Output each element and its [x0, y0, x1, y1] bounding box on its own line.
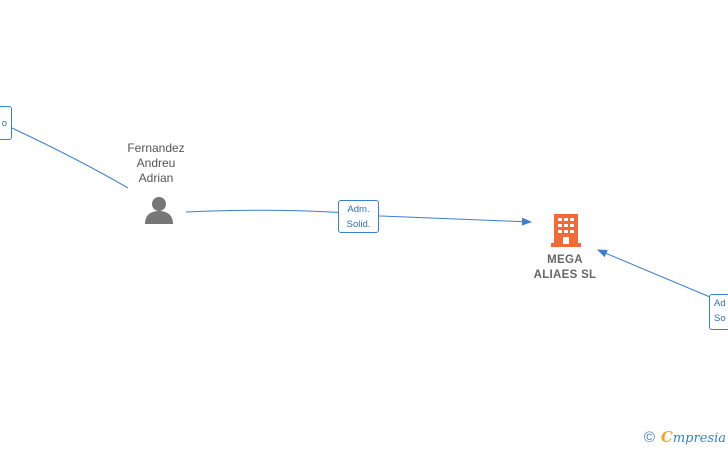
edge-label-left-partial[interactable]: o: [0, 106, 12, 140]
footer-brand: © Cmpresia: [644, 428, 726, 446]
edge-label-line1: Adm.: [347, 204, 370, 215]
edge-label-line2: Solid.: [346, 219, 371, 230]
edge-label-right-partial[interactable]: Ad So: [709, 294, 728, 330]
brand-logo-initial: C: [660, 428, 673, 446]
edge-right-to-company: [597, 249, 711, 298]
company-name-text: MEGA ALIAES SL: [533, 254, 597, 281]
person-icon[interactable]: [144, 196, 174, 224]
edge-label-right-line2: So: [714, 313, 726, 324]
building-icon[interactable]: [551, 213, 581, 247]
edge-label-left-line1: o: [1, 118, 7, 129]
edge-left-to-person: [11, 127, 129, 189]
edge-label-right-line1: Ad: [714, 298, 726, 309]
brand-logo: Cmpresia: [661, 428, 726, 446]
edge-label-adm-solid[interactable]: Adm. Solid.: [338, 200, 379, 233]
copyright-symbol: ©: [643, 428, 655, 446]
company-name-label: MEGA ALIAES SL: [505, 253, 625, 283]
person-name-label: Fernandez Andreu Adrian: [127, 141, 185, 185]
brand-logo-text: mpresia: [672, 431, 726, 446]
